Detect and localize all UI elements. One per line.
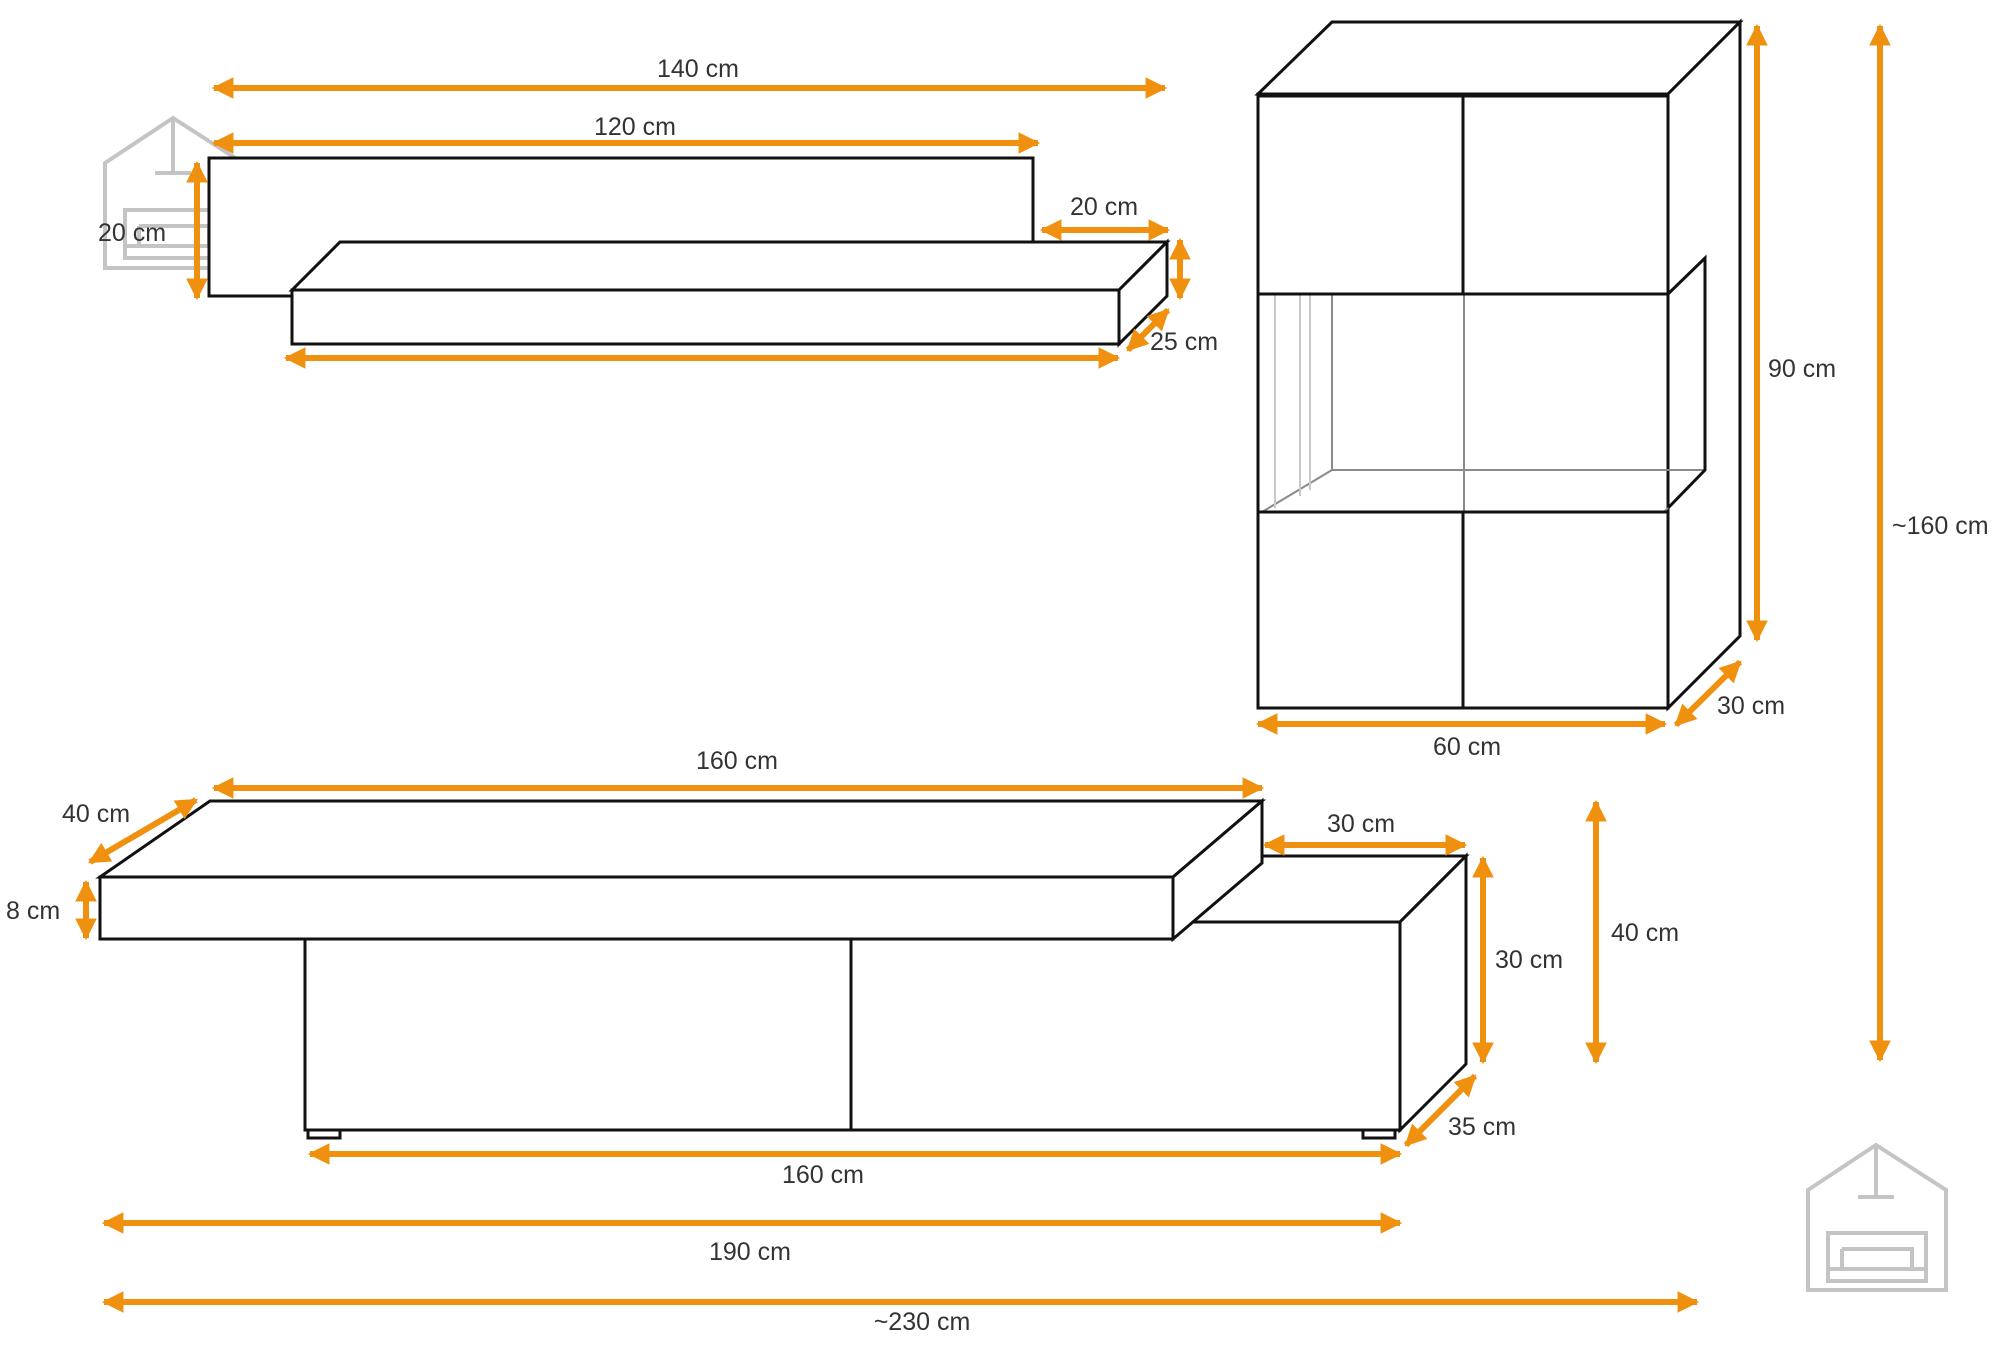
lower-left-door [1256,510,1465,710]
label-shelf-inner-length: 120 cm [594,113,676,141]
glass-left-reflection [1274,294,1311,508]
dim-arrow [1125,307,1171,353]
cabinet-top [1254,20,1744,96]
upper-right-door [1461,94,1670,296]
label-tv-top-thickness: 8 cm [6,897,60,925]
lower-right-door [1461,510,1670,710]
top-slab-face [98,875,1175,941]
label-shelf-outer-length: 140 cm [657,55,739,83]
front-shelf-top [288,240,1171,292]
top-slab-side [1171,797,1264,943]
display-cabinet-drawing [1254,18,1744,712]
top-slab-surface [95,799,1267,879]
label-tv-base-depth: 35 cm [1448,1113,1516,1141]
dimension-labels: 140 cm 120 cm 20 cm 20 cm 25 cm 90 cm 60… [6,55,1989,1336]
label-overall-height: ~160 cm [1892,512,1989,540]
label-tv-top-depth: 40 cm [62,800,130,828]
label-cabinet-width: 60 cm [1433,733,1501,761]
dim-arrow [1403,1073,1478,1148]
foot-left [306,1128,342,1140]
label-tv-total-length: 190 cm [709,1238,791,1266]
label-shelf-depth: 25 cm [1150,328,1218,356]
label-tv-side-height: 30 cm [1495,946,1563,974]
label-overall-width: ~230 cm [874,1308,971,1336]
label-tv-side-length: 30 cm [1327,810,1395,838]
upper-left-door [1256,94,1465,296]
label-tv-total-height: 40 cm [1611,919,1679,947]
house-sofa-logo-icon [1806,1142,1948,1292]
dim-arrow [88,797,198,865]
label-shelf-offset: 20 cm [1070,193,1138,221]
label-tv-base-length: 160 cm [782,1161,864,1189]
wall-shelves-drawing [207,156,1171,348]
dimension-lines [75,23,1891,1313]
label-cabinet-depth: 30 cm [1717,692,1785,720]
foot-right [1361,1128,1397,1140]
dim-arrow [1673,659,1743,728]
label-cabinet-height: 90 cm [1768,355,1836,383]
tv-stand-drawing [95,797,1470,1140]
label-shelf-height: 20 cm [98,219,166,247]
label-tv-top-length: 160 cm [696,747,778,775]
front-shelf-face [290,288,1121,346]
glass-side-panel [1666,254,1707,510]
